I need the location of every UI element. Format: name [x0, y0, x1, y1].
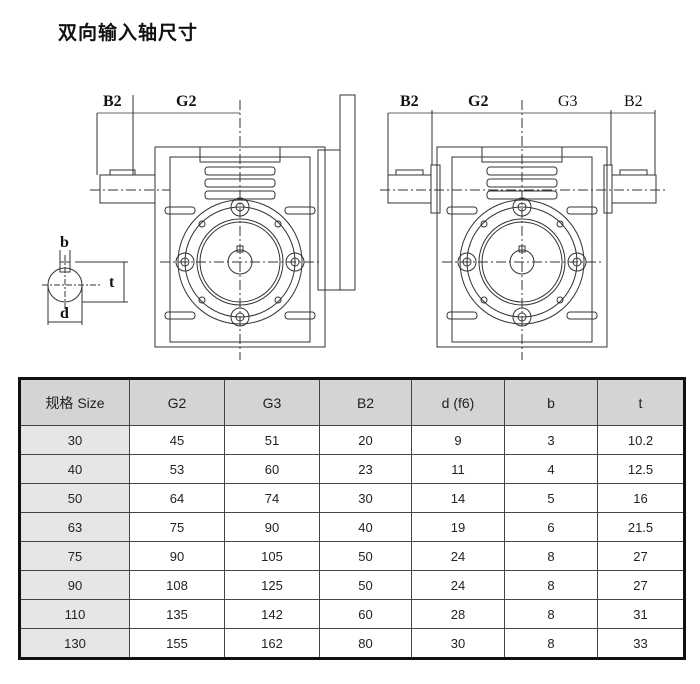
table-cell-size: 110	[19, 599, 130, 629]
page-title: 双向输入轴尺寸	[58, 23, 199, 44]
table-cell-g3: 60	[224, 454, 320, 484]
table-cell-b2: 20	[319, 425, 412, 455]
table-cell-g2: 53	[129, 454, 225, 484]
dim-label-b2-left: B2	[400, 93, 419, 110]
table-cell-b2: 80	[319, 628, 412, 659]
dim-label-g3: G3	[558, 93, 578, 110]
dim-label-d: d	[60, 305, 69, 322]
table-cell-g3: 51	[224, 425, 320, 455]
dim-label-b2: B2	[103, 93, 122, 110]
gearbox-drawings: B2 G2 b t d B2 G2 G3 B2	[42, 93, 665, 360]
table-cell-size: 40	[19, 454, 130, 484]
table-cell-t: 10.2	[597, 425, 685, 455]
header-g3: G3	[224, 378, 320, 426]
table-cell-d: 9	[411, 425, 505, 455]
table-cell-b2: 50	[319, 541, 412, 571]
header-g2: G2	[129, 378, 225, 426]
table-cell-b: 8	[504, 570, 598, 600]
table-cell-g2: 45	[129, 425, 225, 455]
table-cell-d: 24	[411, 541, 505, 571]
table-cell-b2: 23	[319, 454, 412, 484]
dim-label-b2-right: B2	[624, 93, 643, 110]
table-cell-size: 90	[19, 570, 130, 600]
table-cell-b: 8	[504, 541, 598, 571]
table-cell-size: 63	[19, 512, 130, 542]
header-b: b	[504, 378, 598, 426]
table-cell-d: 28	[411, 599, 505, 629]
header-size: 规格 Size	[19, 378, 130, 426]
dim-label-t: t	[109, 274, 115, 291]
table-cell-b2: 30	[319, 483, 412, 513]
table-cell-size: 30	[19, 425, 130, 455]
table-header-row: 规格 Size G2 G3 B2 d (f6) b t	[19, 378, 685, 426]
table-cell-t: 33	[597, 628, 685, 659]
table-cell-b: 5	[504, 483, 598, 513]
table-cell-t: 27	[597, 541, 685, 571]
table-cell-t: 16	[597, 483, 685, 513]
table-cell-size: 75	[19, 541, 130, 571]
table-cell-b: 4	[504, 454, 598, 484]
table-cell-b: 8	[504, 599, 598, 629]
table-cell-d: 19	[411, 512, 505, 542]
table-cell-t: 31	[597, 599, 685, 629]
table-cell-b2: 60	[319, 599, 412, 629]
table-cell-t: 27	[597, 570, 685, 600]
table-cell-b: 8	[504, 628, 598, 659]
header-b2: B2	[319, 378, 412, 426]
table-cell-d: 14	[411, 483, 505, 513]
table-cell-g3: 105	[224, 541, 320, 571]
table-cell-b2: 40	[319, 512, 412, 542]
dim-label-b: b	[60, 234, 69, 251]
dim-label-g2: G2	[176, 93, 196, 110]
dim-label-g2: G2	[468, 93, 488, 110]
table-cell-g2: 135	[129, 599, 225, 629]
table-cell-g3: 125	[224, 570, 320, 600]
table-cell-size: 130	[19, 628, 130, 659]
table-cell-t: 21.5	[597, 512, 685, 542]
table-cell-g3: 142	[224, 599, 320, 629]
table-cell-b2: 50	[319, 570, 412, 600]
header-d: d (f6)	[411, 378, 505, 426]
table-cell-g2: 108	[129, 570, 225, 600]
table-cell-d: 30	[411, 628, 505, 659]
table-cell-g2: 75	[129, 512, 225, 542]
table-cell-g2: 90	[129, 541, 225, 571]
table-cell-g2: 155	[129, 628, 225, 659]
table-cell-d: 24	[411, 570, 505, 600]
table-cell-b: 6	[504, 512, 598, 542]
header-t: t	[597, 378, 685, 426]
table-cell-g3: 74	[224, 483, 320, 513]
table-cell-d: 11	[411, 454, 505, 484]
table-cell-g3: 90	[224, 512, 320, 542]
table-cell-size: 50	[19, 483, 130, 513]
table-cell-g2: 64	[129, 483, 225, 513]
table-cell-g3: 162	[224, 628, 320, 659]
table-cell-b: 3	[504, 425, 598, 455]
table-cell-t: 12.5	[597, 454, 685, 484]
